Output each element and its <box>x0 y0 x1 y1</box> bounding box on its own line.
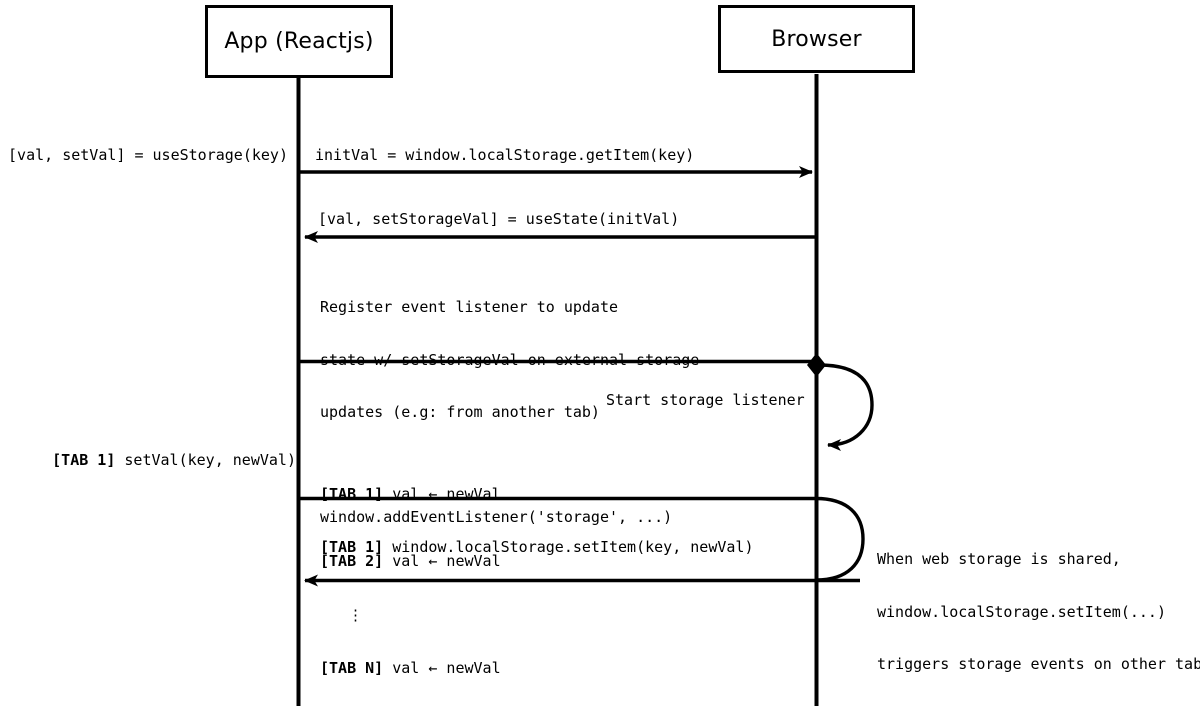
message-6-line-1: [TAB 2] val ← newVal <box>320 552 501 571</box>
message-5-line-2-rest: window.localStorage.setItem(key, newVal) <box>383 537 754 556</box>
side-note-line-2: window.localStorage.setItem(...) <box>877 602 1166 621</box>
side-note-line-3: triggers storage events on other tabs <box>877 655 1200 673</box>
message-4-label: Start storage listener <box>606 391 805 409</box>
message-3-note-line-3: updates (e.g: from another tab) <box>320 403 600 421</box>
message-1-label: initVal = window.localStorage.getItem(ke… <box>315 146 695 164</box>
message-5-left-rest: setVal(key, newVal) <box>115 451 296 469</box>
message-2-label: [val, setStorageVal] = useState(initVal) <box>318 210 680 228</box>
message-6-line-1-tab-tag: [TAB 2] <box>320 552 384 570</box>
message-5-line-2-tab-tag: [TAB 1] <box>320 537 384 556</box>
participant-label-browser: Browser <box>771 26 862 52</box>
diamond-junction <box>807 353 826 377</box>
message-5-line-1-rest: val ← newVal <box>383 485 501 503</box>
side-note-line-1: When web storage is shared, <box>877 550 1121 568</box>
message-3-note-line-5: window.addEventListener('storage', ...) <box>320 508 673 526</box>
message-6-line-1-rest: val ← newVal <box>383 552 501 570</box>
message-5-left-label: [TAB 1] setVal(key, newVal) <box>0 451 296 469</box>
message-5-line-1: [TAB 1] val ← newVal <box>320 485 753 504</box>
message-5-label-block: [TAB 1] val ← newVal [TAB 1] window.loca… <box>320 451 753 591</box>
message-5-line-1-tab-tag: [TAB 1] <box>320 485 384 503</box>
message-6-line-3: [TAB N] val ← newVal <box>320 658 501 678</box>
self-loop-browser <box>818 363 874 451</box>
storage-event-loop <box>815 496 865 582</box>
message-6-ellipsis: ⋮ <box>348 605 363 624</box>
message-3-note-line-2: state w/ setStorageVal on external stora… <box>320 350 700 369</box>
message-3-note-line-1: Register event listener to update <box>320 298 619 316</box>
storage-event-side-note: When web storage is shared, window.local… <box>877 516 1200 709</box>
participant-label-app: App (Reactjs) <box>224 29 374 54</box>
message-6-label-block: [TAB 2] val ← newVal ⋮ [TAB N] val ← new… <box>320 518 501 710</box>
message-6-line-3-rest: val ← newVal <box>383 658 501 677</box>
participant-box-browser[interactable]: Browser <box>718 5 915 73</box>
message-6-line-3-tab-tag: [TAB N] <box>320 658 384 677</box>
participant-box-app[interactable]: App (Reactjs) <box>205 5 393 78</box>
message-3-note: Register event listener to update state … <box>320 264 699 562</box>
message-5-left-tab-tag: [TAB 1] <box>52 451 116 469</box>
message-5-line-2: [TAB 1] window.localStorage.setItem(key,… <box>320 537 754 557</box>
message-1-left-label: [val, setVal] = useStorage(key) <box>8 146 288 164</box>
